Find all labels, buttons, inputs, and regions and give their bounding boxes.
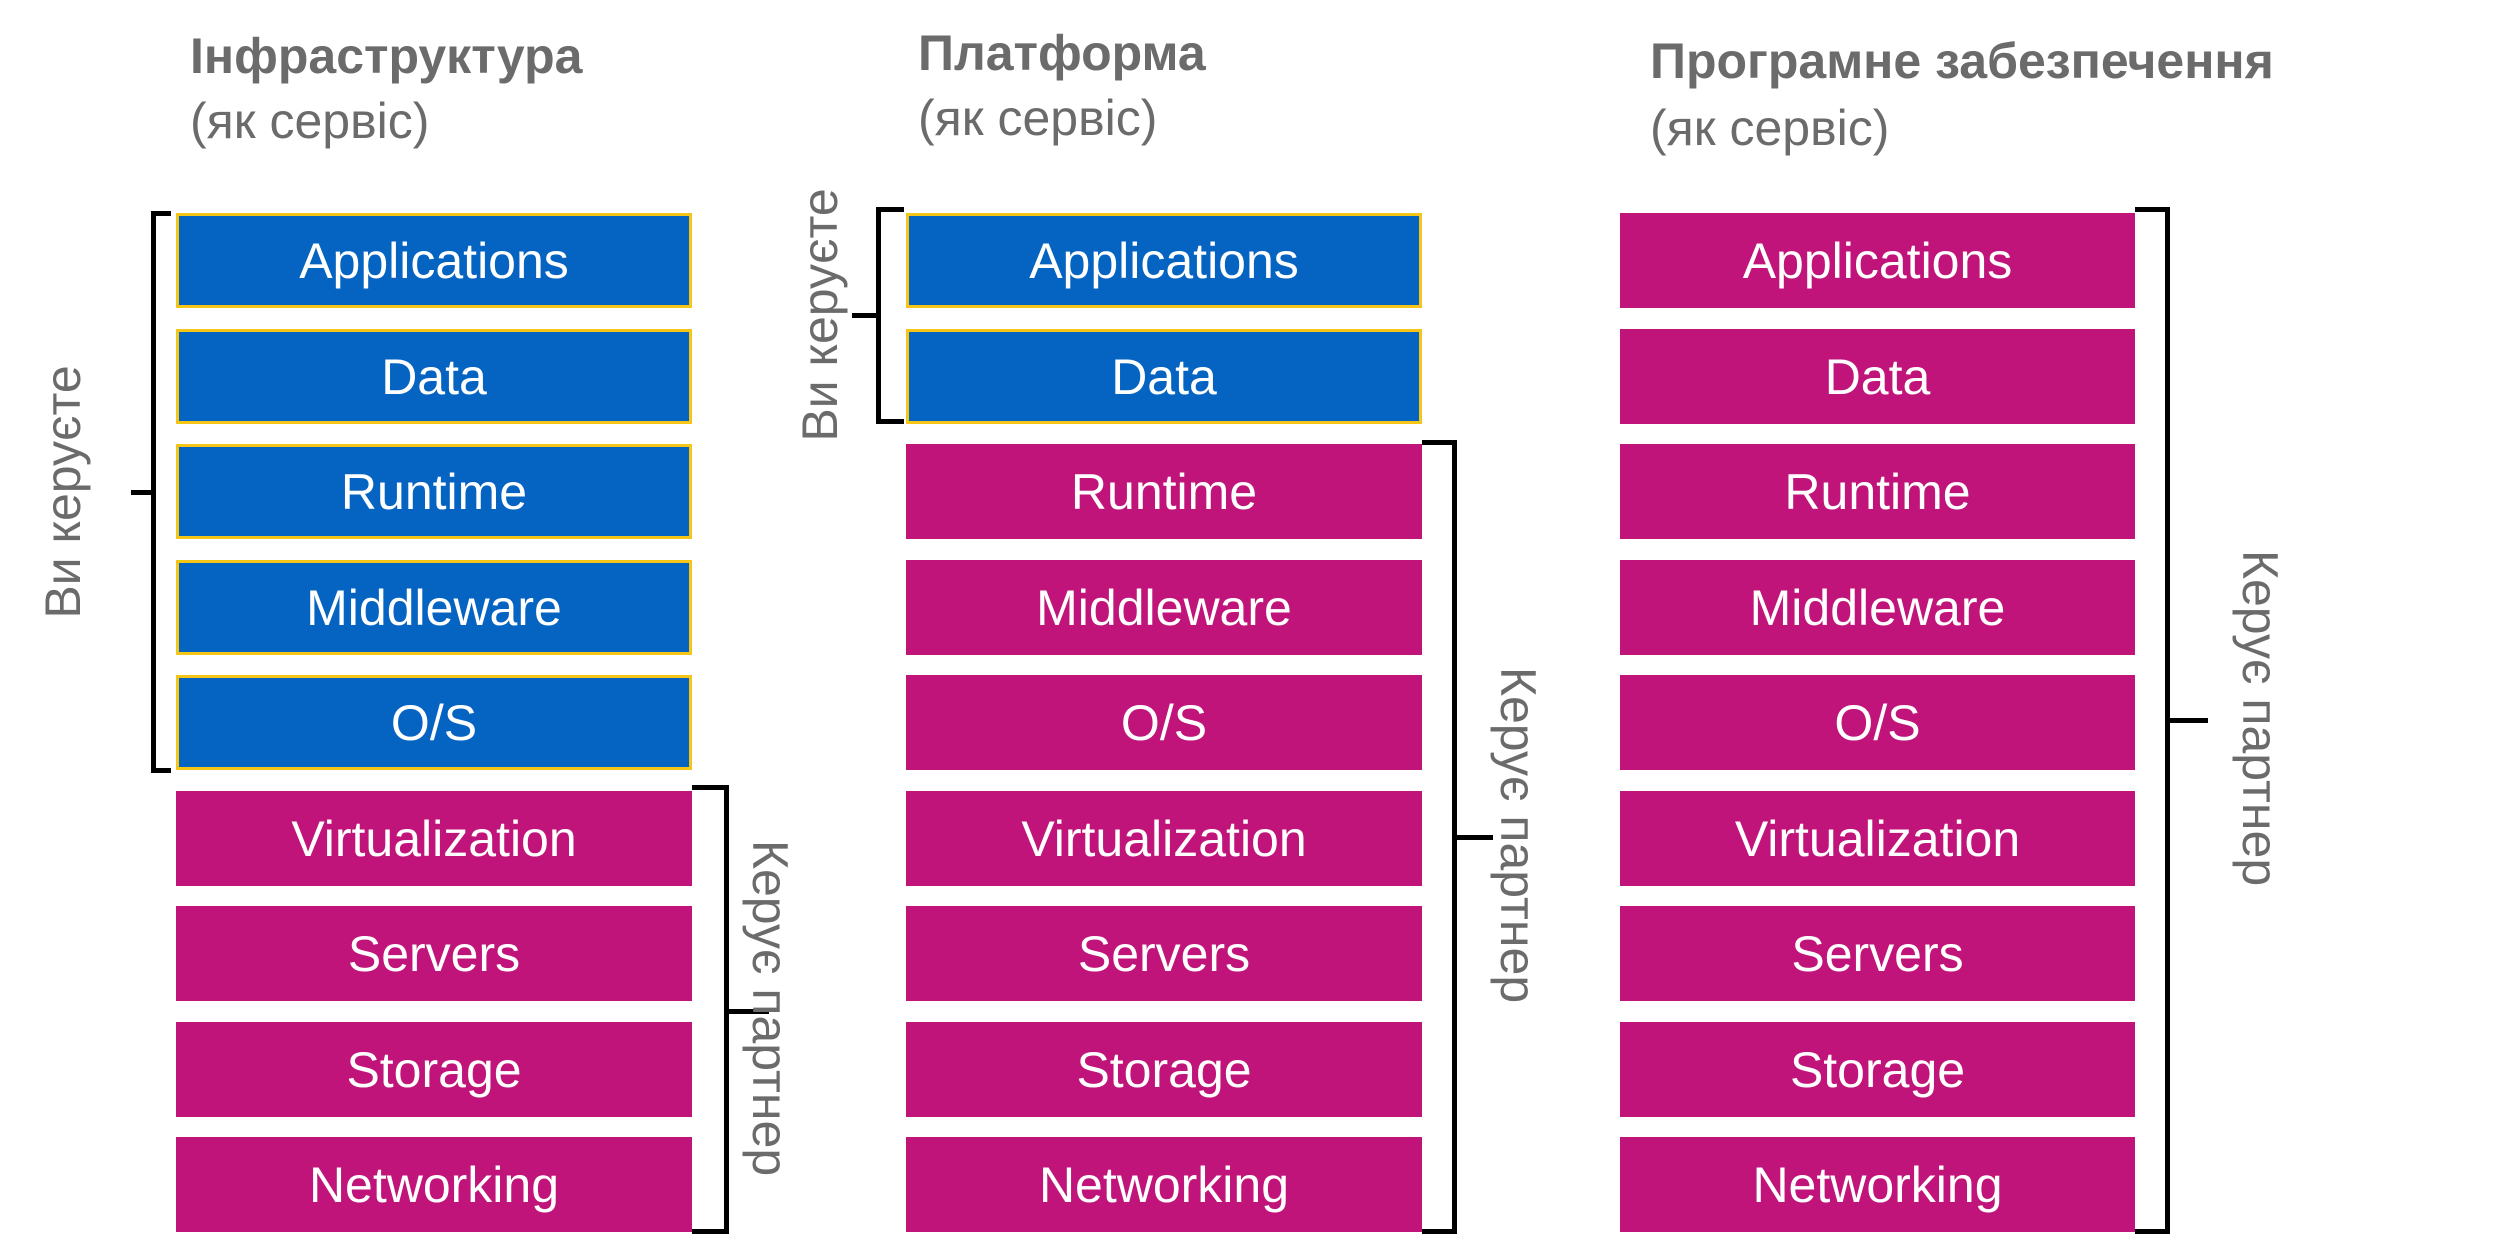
paas-layer-virtualization: Virtualization xyxy=(906,791,1422,886)
paas-layer-networking: Networking xyxy=(906,1137,1422,1232)
iaas-layer-middleware: Middleware xyxy=(176,560,692,655)
iaas-layer-runtime: Runtime xyxy=(176,444,692,539)
paas-partner-label: Керує партнер xyxy=(1490,666,1546,1004)
iaas-layer-storage: Storage xyxy=(176,1022,692,1117)
iaas-layer-virtualization: Virtualization xyxy=(176,791,692,886)
paas-layer-middleware: Middleware xyxy=(906,560,1422,655)
paas-partner-bracket-tick xyxy=(1455,835,1493,840)
paas-you-manage-bracket-tick xyxy=(852,313,878,318)
iaas-title: Інфраструктура xyxy=(190,28,583,84)
saas-partner-bracket xyxy=(2135,207,2170,1234)
saas-layer-o-s: O/S xyxy=(1620,675,2135,770)
iaas-you-manage-bracket xyxy=(151,211,171,773)
paas-layer-runtime: Runtime xyxy=(906,444,1422,539)
paas-layer-servers: Servers xyxy=(906,906,1422,1001)
iaas-partner-bracket xyxy=(692,785,729,1234)
iaas-partner-bracket-tick xyxy=(727,1009,769,1014)
paas-you-manage-label: Ви керуєте xyxy=(792,188,848,442)
iaas-layer-data: Data xyxy=(176,329,692,424)
iaas-you-manage-label: Ви керуєте xyxy=(35,365,91,619)
saas-layer-middleware: Middleware xyxy=(1620,560,2135,655)
saas-title: Програмне забезпечення xyxy=(1650,33,2274,89)
paas-title: Платформа xyxy=(918,25,1206,81)
iaas-you-manage-bracket-tick xyxy=(131,490,153,495)
paas-partner-bracket xyxy=(1422,440,1457,1234)
saas-layer-storage: Storage xyxy=(1620,1022,2135,1117)
iaas-partner-label: Керує партнер xyxy=(742,839,798,1177)
saas-layer-data: Data xyxy=(1620,329,2135,424)
saas-layer-networking: Networking xyxy=(1620,1137,2135,1232)
saas-partner-label: Керує партнер xyxy=(2232,549,2288,887)
paas-layer-data: Data xyxy=(906,329,1422,424)
paas-layer-o-s: O/S xyxy=(906,675,1422,770)
saas-partner-bracket-tick xyxy=(2168,718,2208,723)
saas-subtitle: (як сервіс) xyxy=(1650,100,1890,156)
paas-subtitle: (як сервіс) xyxy=(918,90,1158,146)
iaas-subtitle: (як сервіс) xyxy=(190,93,430,149)
saas-layer-applications: Applications xyxy=(1620,213,2135,308)
saas-layer-servers: Servers xyxy=(1620,906,2135,1001)
saas-layer-runtime: Runtime xyxy=(1620,444,2135,539)
saas-layer-virtualization: Virtualization xyxy=(1620,791,2135,886)
iaas-layer-networking: Networking xyxy=(176,1137,692,1232)
paas-layer-storage: Storage xyxy=(906,1022,1422,1117)
paas-you-manage-bracket xyxy=(876,207,904,424)
iaas-layer-o-s: O/S xyxy=(176,675,692,770)
paas-layer-applications: Applications xyxy=(906,213,1422,308)
iaas-layer-applications: Applications xyxy=(176,213,692,308)
iaas-layer-servers: Servers xyxy=(176,906,692,1001)
